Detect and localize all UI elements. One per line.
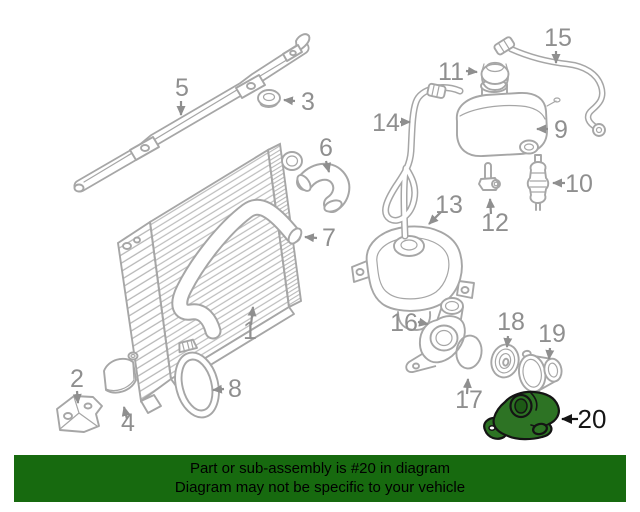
callout-1[interactable]: 1 [243,306,257,345]
banner-line2: Diagram may not be specific to your vehi… [174,479,466,496]
part-17-oring-art [455,334,483,370]
part-number-label: 1 [243,317,257,345]
callout-10[interactable]: 10 [552,170,593,198]
part-number-label: 8 [228,375,242,403]
part-7-lower-hose-art [171,198,303,340]
arrow-icon [283,96,296,106]
part-3-grommet-art [257,89,281,108]
callout-12[interactable]: 12 [481,198,509,237]
callout-11[interactable]: 11 [438,58,478,86]
part-number-label: 5 [175,74,189,102]
part-number-label: 12 [481,209,509,237]
part-number-label: 7 [322,224,336,252]
part-18-thermostat-art [490,343,520,379]
part-15-vent-hose-art [493,36,606,137]
part-number-label: 13 [435,191,463,219]
arrow-icon [72,390,82,404]
callout-17[interactable]: 17 [455,378,483,414]
arrow-icon [503,335,513,348]
part-10-valve-art [526,154,550,211]
arrow-icon [465,66,478,76]
part-number-label: 6 [319,134,333,162]
arrow-icon [322,160,331,173]
arrow-icon [462,378,472,395]
part-16-thermostat-housing-art [405,297,466,373]
part-number-label: 11 [438,58,464,86]
highlight-banner: Part or sub-assembly is #20 in diagram D… [14,455,626,502]
part-number-label: 10 [565,170,593,198]
part-13-bottle-art [351,225,475,331]
part-2-bracket-art [56,395,103,433]
callout-7[interactable]: 7 [304,224,336,252]
arrow-icon [486,198,496,215]
part-number-label: 17 [455,386,483,414]
part-number-label: 18 [497,308,525,336]
callout-20-highlighted[interactable]: 20 [561,404,607,434]
callout-15[interactable]: 15 [544,24,572,64]
part-number-label: 16 [390,309,418,337]
callout-19[interactable]: 19 [538,320,566,360]
part-19-cover-art [518,349,563,397]
callout-2[interactable]: 2 [70,365,84,404]
callout-16[interactable]: 16 [390,309,429,337]
part-6-elbow-hose-art [296,162,351,213]
part-9-reservoir-art [455,79,561,157]
arrow-icon [304,233,318,243]
part-20-water-outlet-art[interactable] [483,390,560,441]
callout-18[interactable]: 18 [497,308,525,348]
banner-line1: Part or sub-assembly is #20 in diagram [189,460,451,477]
part-4-mount-pad-art [103,357,137,394]
part-12-sensor-art [478,162,501,191]
callout-4[interactable]: 4 [121,406,135,437]
arrow-icon [417,317,429,327]
part-number-label: 9 [554,116,568,144]
part-number-label: 2 [70,365,84,393]
callout-5[interactable]: 5 [175,74,189,116]
part-number-label: 4 [121,409,135,437]
arrow-icon [247,306,257,326]
part-14-overflow-hose-art [382,82,464,240]
callout-6[interactable]: 6 [319,134,333,173]
part-number-label: 3 [301,88,315,116]
arrow-icon [212,384,225,394]
callout-13[interactable]: 13 [428,191,463,225]
callout-3[interactable]: 3 [283,88,315,116]
part-number-label: 14 [372,109,400,137]
callout-8[interactable]: 8 [212,375,242,403]
arrow-icon [428,211,442,225]
part-number-label: 15 [544,24,572,52]
part-5-support-bar-art [73,33,311,193]
callout-9[interactable]: 9 [536,116,568,144]
arrow-icon [545,347,555,360]
arrow-icon [121,406,131,420]
part-8-clamp-art [174,338,220,419]
part-number-label: 20 [578,404,607,434]
part-number-label: 19 [538,320,566,348]
part-11-cap-art [480,61,510,91]
callout-14[interactable]: 14 [372,109,411,137]
